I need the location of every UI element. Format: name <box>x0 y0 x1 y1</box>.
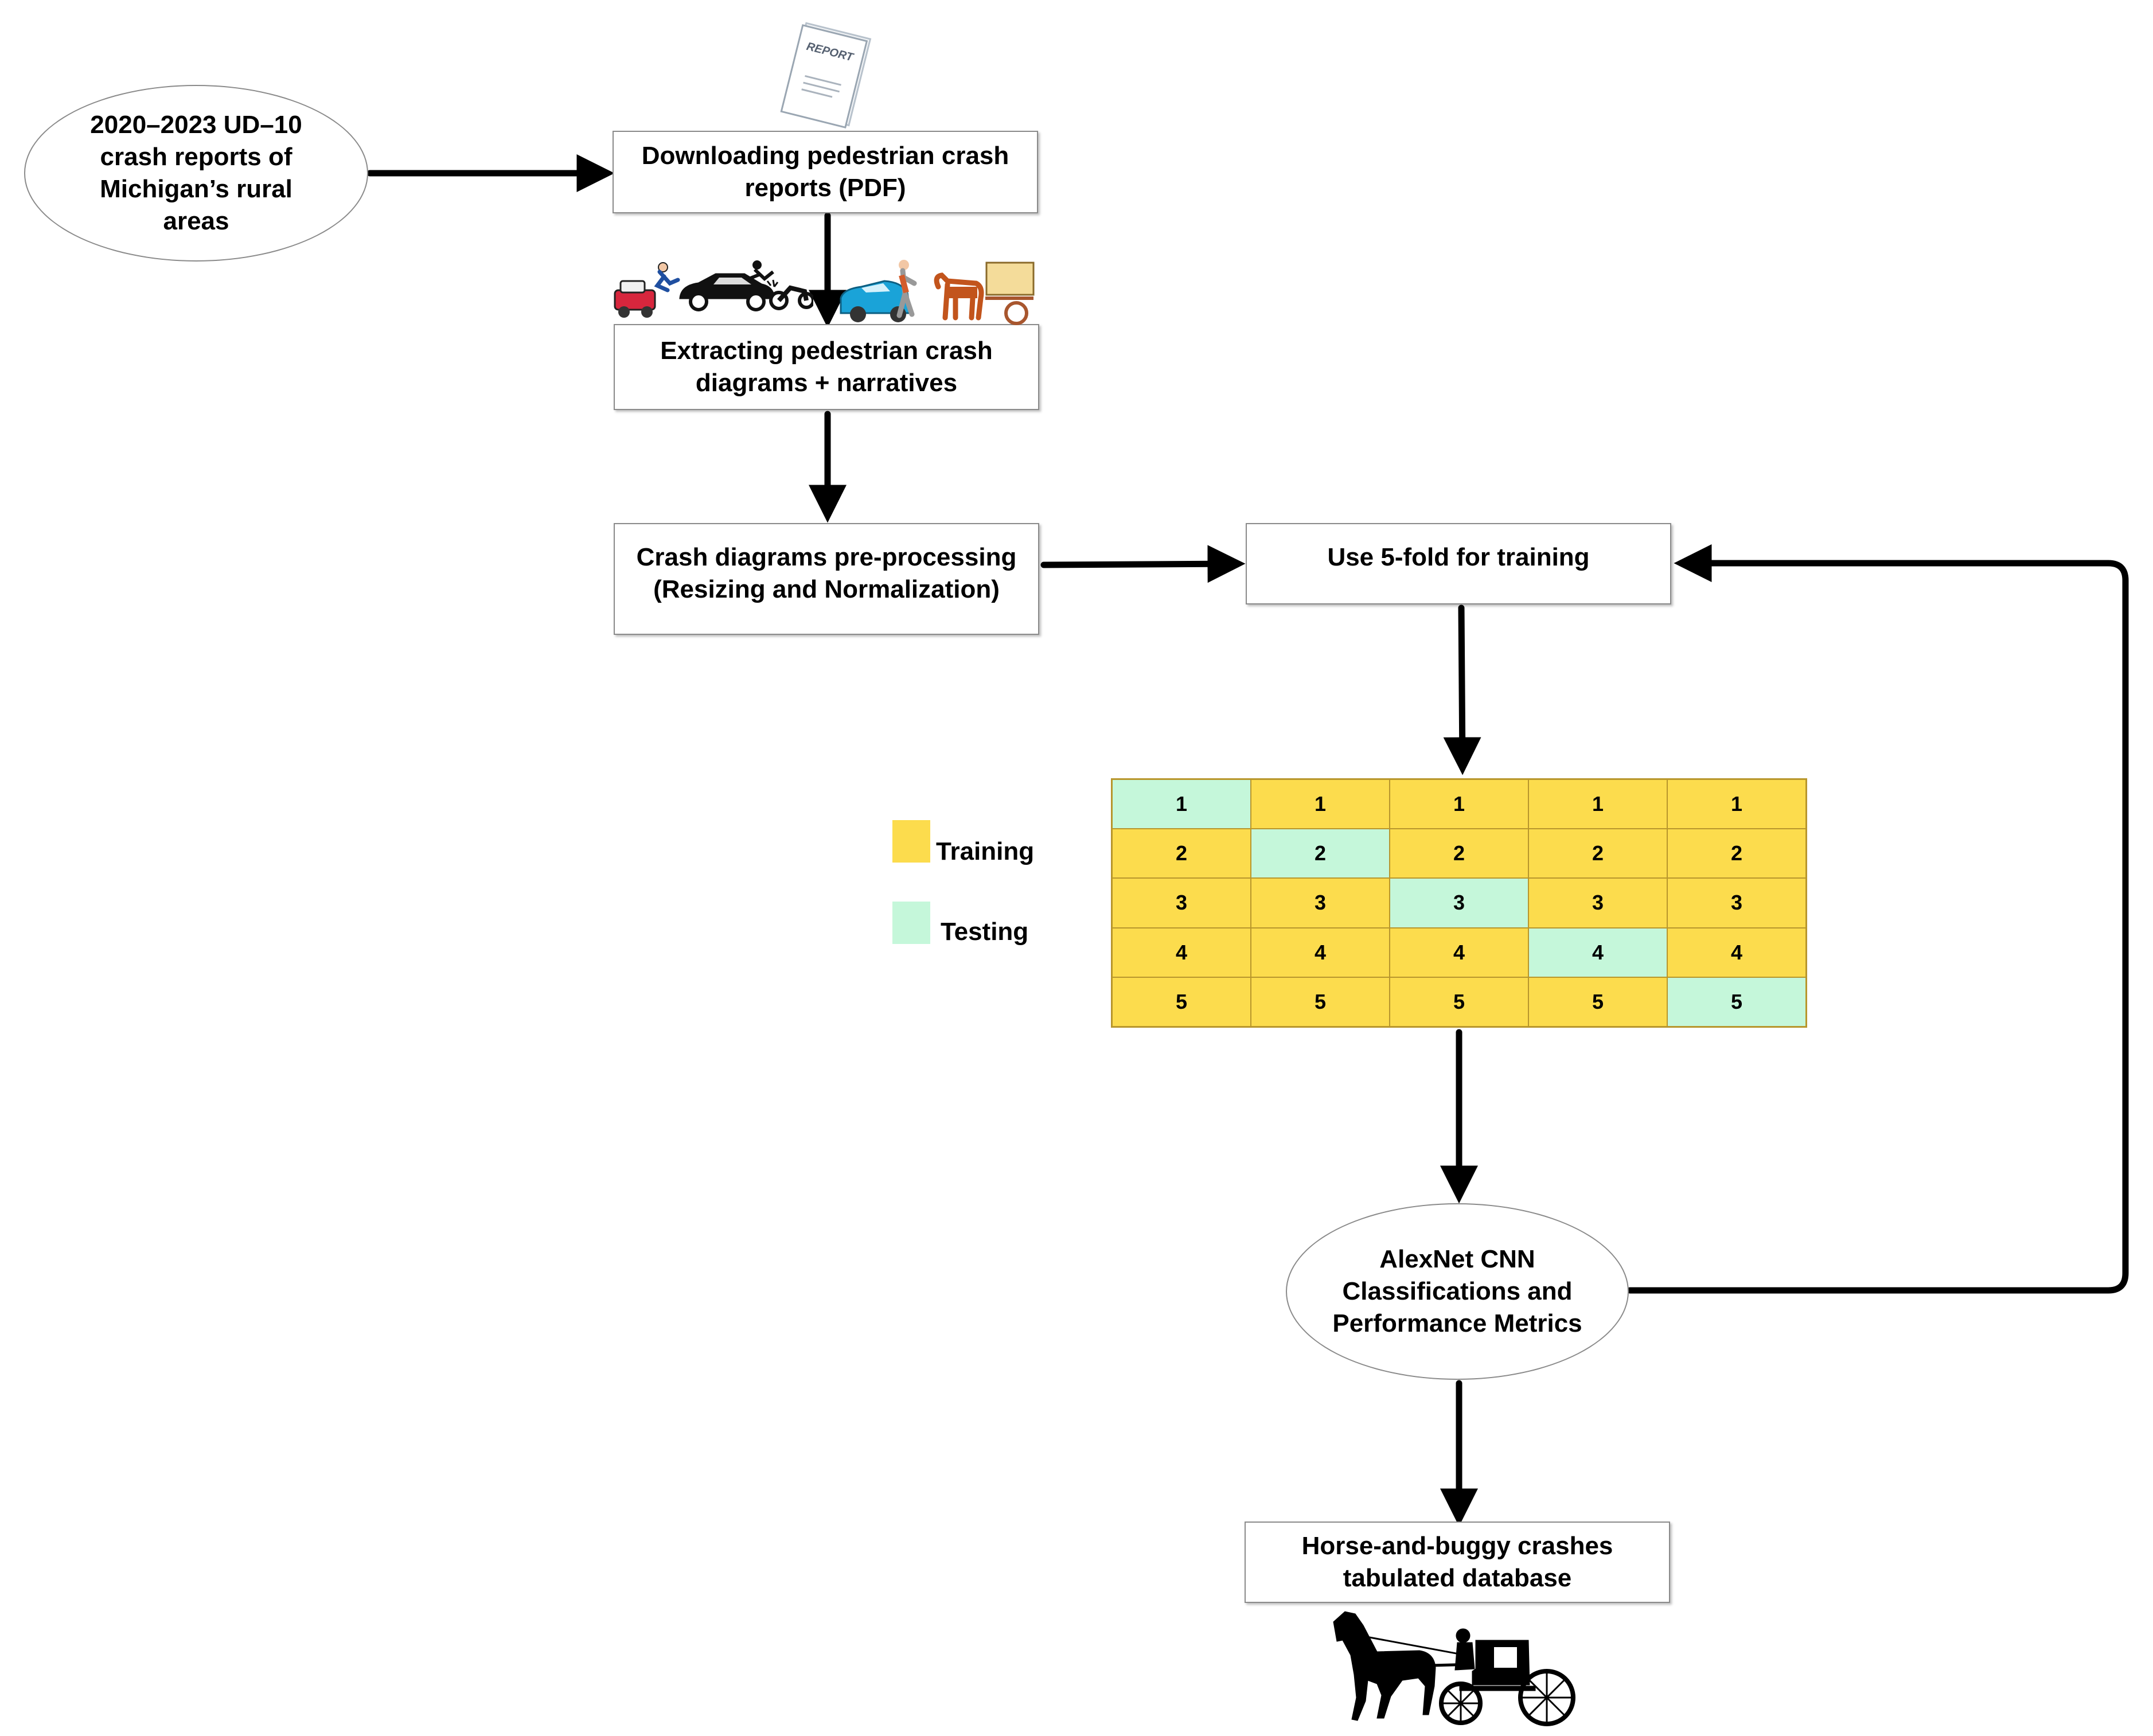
car-pedestrian-icon <box>840 260 917 322</box>
training-legend-label: Training <box>936 837 1035 865</box>
fold-cell: 3 <box>1390 878 1528 928</box>
fold-cell: 3 <box>1112 878 1251 928</box>
kfold-box: Use 5-fold for training <box>1246 523 1671 604</box>
fold-cell: 4 <box>1390 927 1528 977</box>
fold-cell: 5 <box>1112 977 1251 1027</box>
fold-cell: 1 <box>1251 779 1390 829</box>
output-label: Horse-and-buggy crashes tabulated databa… <box>1301 1532 1613 1592</box>
fold-cell: 2 <box>1390 829 1528 879</box>
testing-legend-label: Testing <box>941 918 1029 946</box>
fold-cell: 4 <box>1667 927 1806 977</box>
extract-box: Extracting pedestrian crash diagrams + n… <box>614 324 1039 410</box>
training-legend-swatch <box>892 820 930 863</box>
kfold-label: Use 5-fold for training <box>1327 543 1590 571</box>
download-box: Downloading pedestrian crash reports (PD… <box>613 131 1038 213</box>
fold-cell: 1 <box>1528 779 1667 829</box>
model-ellipse: AlexNet CNN Classifications and Performa… <box>1286 1203 1629 1380</box>
fold-cell: 4 <box>1112 927 1251 977</box>
arrow-kfold-to-grid <box>1443 604 1481 775</box>
horse-cart-icon <box>934 262 1035 325</box>
car-crash-pedestrian-icon <box>614 262 680 318</box>
horse-and-buggy-silhouette-icon <box>1333 1611 1575 1726</box>
fold-cell: 1 <box>1112 779 1251 829</box>
arrow-feedback-model-to-kfold <box>1627 544 2129 1294</box>
fold-cell: 3 <box>1251 878 1390 928</box>
fold-cell: 4 <box>1251 927 1390 977</box>
source-ellipse: 2020–2023 UD–10 crash reports of Michiga… <box>24 85 368 262</box>
testing-legend-swatch <box>892 902 930 944</box>
source-label: 2020–2023 UD–10 crash reports of Michiga… <box>90 111 302 235</box>
fold-cell: 5 <box>1251 977 1390 1027</box>
preprocess-box: Crash diagrams pre-processing (Resizing … <box>614 523 1039 635</box>
fold-cell: 5 <box>1667 977 1806 1027</box>
output-box: Horse-and-buggy crashes tabulated databa… <box>1245 1522 1670 1603</box>
fold-cell: 3 <box>1667 878 1806 928</box>
arrow-preprocess-to-kfold <box>1040 545 1246 583</box>
model-label: AlexNet CNN Classifications and Performa… <box>1332 1245 1582 1337</box>
fold-cell: 4 <box>1528 927 1667 977</box>
fold-cell: 3 <box>1528 878 1667 928</box>
fold-cell: 1 <box>1390 779 1528 829</box>
extract-label: Extracting pedestrian crash diagrams + n… <box>660 337 993 397</box>
car-motorcycle-collision-icon <box>679 260 813 311</box>
fold-cell: 5 <box>1528 977 1667 1027</box>
fold-cell: 2 <box>1112 829 1251 879</box>
fold-cell: 1 <box>1667 779 1806 829</box>
download-label: Downloading pedestrian crash reports (PD… <box>641 142 1009 202</box>
report-document-icon: REPORT <box>780 22 872 128</box>
fold-cell: 2 <box>1667 829 1806 879</box>
fold-cell: 2 <box>1251 829 1390 879</box>
fold-cell: 5 <box>1390 977 1528 1027</box>
preprocess-label: Crash diagrams pre-processing (Resizing … <box>636 543 1017 603</box>
fold-cell: 2 <box>1528 829 1667 879</box>
